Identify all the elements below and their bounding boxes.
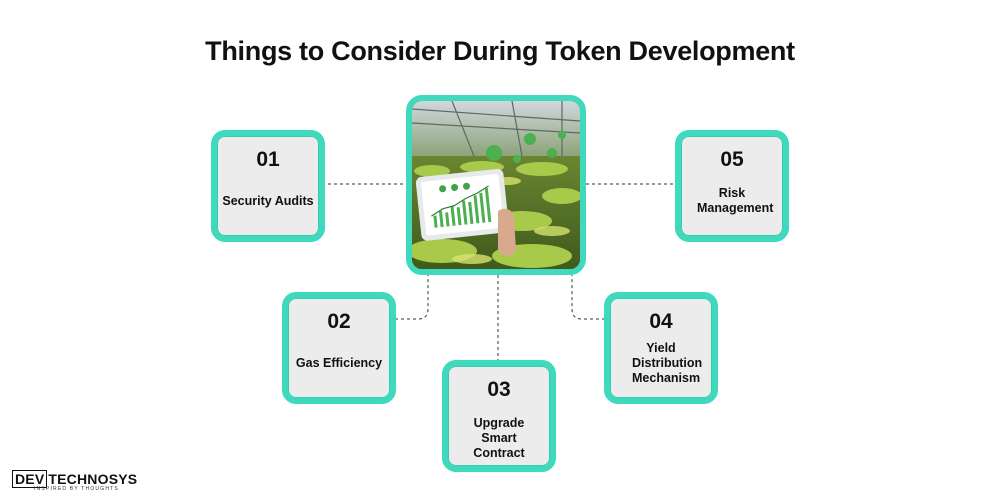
connector-02 — [395, 275, 429, 320]
item-label: Upgrade Smart Contract — [473, 416, 525, 460]
item-number: 01 — [256, 148, 280, 171]
item-number: 03 — [487, 378, 511, 401]
item-number: 04 — [649, 310, 673, 333]
item-card-02: 02 Gas Efficiency — [282, 292, 396, 404]
item-card-01: 01 Security Audits — [211, 130, 325, 242]
logo-brand-text: TECHNOSYS — [48, 471, 138, 487]
connector-04 — [571, 275, 605, 320]
item-card-04: 04 Yield Distribution Mechanism — [604, 292, 718, 404]
page-title: Things to Consider During Token Developm… — [205, 36, 795, 66]
farm-tablet-illustration — [412, 101, 580, 269]
item-label: Security Audits — [222, 194, 314, 208]
item-card-03: 03 Upgrade Smart Contract — [442, 360, 556, 472]
item-card-05: 05 Risk Management — [675, 130, 789, 242]
item-number: 02 — [327, 310, 351, 333]
item-label: Risk Management — [697, 186, 774, 215]
item-label: Yield Distribution Mechanism — [632, 341, 703, 385]
item-label: Gas Efficiency — [295, 356, 383, 370]
logo-dev-mark: DEV — [12, 470, 48, 488]
logo-tagline: INSPIRED BY THOUGHTS — [34, 486, 119, 492]
item-number: 05 — [720, 148, 744, 171]
center-image-frame — [406, 95, 586, 275]
